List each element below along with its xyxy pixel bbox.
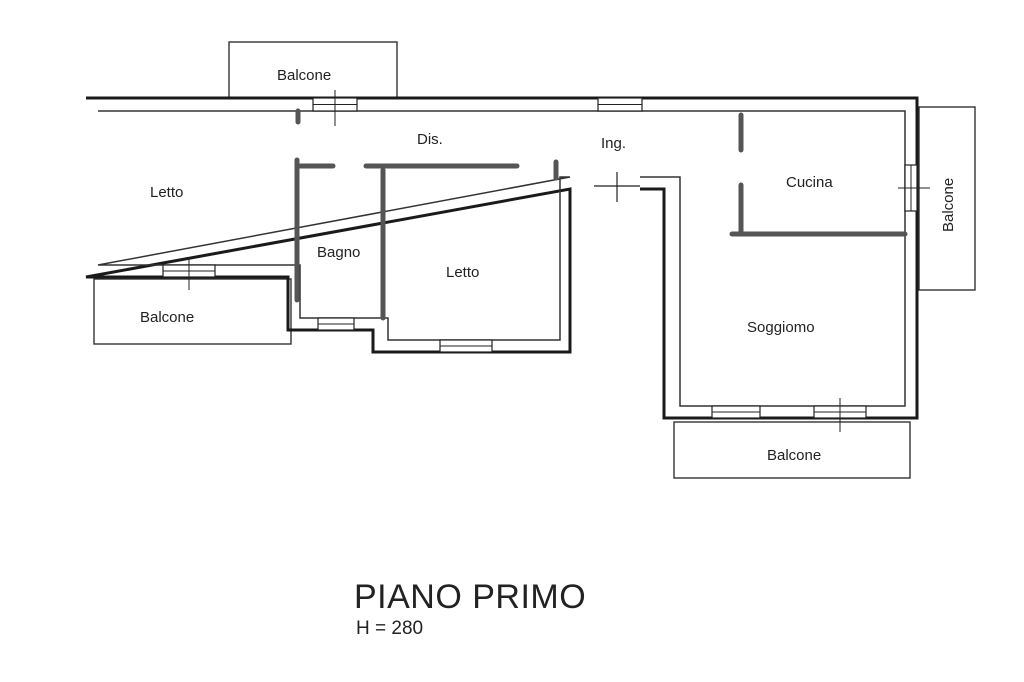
- outer-wall: [85, 96, 919, 420]
- label-balcone-top: Balcone: [277, 67, 331, 84]
- label-letto-center: Letto: [446, 264, 479, 281]
- label-dis: Dis.: [417, 131, 443, 148]
- label-cucina: Cucina: [786, 174, 833, 191]
- window-living-left: [711, 405, 761, 419]
- label-balcone-right: Balcone: [940, 178, 957, 232]
- window-top-center: [597, 97, 643, 112]
- balcony-right: [918, 106, 976, 291]
- window-living-right: [813, 398, 867, 432]
- window-top-left: [312, 90, 358, 126]
- label-letto-left: Letto: [150, 184, 183, 201]
- floor-title: PIANO PRIMO: [354, 578, 587, 616]
- label-ing: Ing.: [601, 135, 626, 152]
- label-bagno: Bagno: [317, 244, 360, 261]
- window-kitchen: [898, 164, 930, 212]
- window-bagno: [317, 317, 355, 331]
- label-balcone-bottom: Balcone: [767, 447, 821, 464]
- balcony-bottom: [673, 421, 911, 479]
- floor-height: H = 280: [356, 618, 424, 639]
- balcony-left: [93, 278, 292, 345]
- outer-wall-inner: [97, 110, 906, 407]
- window-center-bedroom: [439, 339, 493, 353]
- label-balcone-left: Balcone: [140, 309, 194, 326]
- window-left-bedroom: [162, 258, 216, 290]
- label-soggiorno: Soggiomo: [747, 319, 815, 336]
